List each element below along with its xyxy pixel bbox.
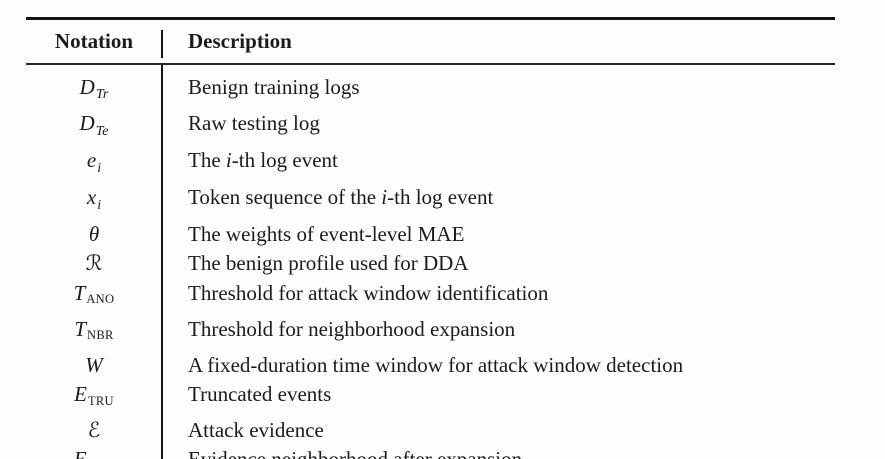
description-cell: The weights of event-level MAE xyxy=(162,220,835,249)
notation-symbol: x xyxy=(86,185,97,210)
table-header-rule xyxy=(26,63,835,65)
notation-symbol: T xyxy=(73,280,86,305)
notation-table: Notation Description DTr Benign training … xyxy=(26,17,835,459)
table-row: W A fixed-duration time window for attack… xyxy=(26,351,835,380)
notation-subscript: TRU xyxy=(87,393,114,408)
table-row: TNBR Threshold for neighborhood expansion xyxy=(26,315,835,351)
notation-cell: DTr xyxy=(26,73,162,110)
notation-subscript: i xyxy=(97,160,102,176)
description-cell: The benign profile used for DDA xyxy=(162,249,835,278)
description-cell: Truncated events xyxy=(162,380,835,416)
description-text: The benign profile used for DDA xyxy=(188,251,469,276)
notation-symbol: ℰ xyxy=(87,417,101,442)
notation-subscript: Tr xyxy=(95,86,109,102)
description-text: Raw testing log xyxy=(188,111,320,136)
description-text: Evidence neighborhood after expansion xyxy=(188,447,522,459)
notation-cell: ℰ xyxy=(26,416,162,445)
description-text: Attack evidence xyxy=(188,417,324,442)
table-row: ETRU Truncated events xyxy=(26,380,835,416)
description-cell: Threshold for neighborhood expansion xyxy=(162,315,835,351)
notation-cell: xi xyxy=(26,183,162,220)
description-text: Token sequence of the xyxy=(188,185,382,210)
notation-cell: ETRU xyxy=(26,380,162,416)
header-notation: Notation xyxy=(54,29,134,53)
header-column-divider xyxy=(161,30,163,58)
notation-cell: TNBR xyxy=(26,315,162,351)
notation-cell: ei xyxy=(26,146,162,183)
description-text: Threshold for neighborhood expansion xyxy=(188,316,516,341)
description-cell: Threshold for attack window identificati… xyxy=(162,279,835,315)
table-row: DTe Raw testing log xyxy=(26,109,835,146)
description-text: -th log event xyxy=(387,185,494,210)
description-cell: The i-th log event xyxy=(162,146,835,183)
header-description: Description xyxy=(188,29,292,53)
table-row: DTr Benign training logs xyxy=(26,73,835,110)
notation-cell: W xyxy=(26,351,162,380)
description-cell: Raw testing log xyxy=(162,109,835,146)
notation-subscript: ANO xyxy=(86,292,115,307)
description-text: The weights of event-level MAE xyxy=(188,222,465,246)
notation-symbol: E xyxy=(74,382,87,407)
table-row: ENBR Evidence neighborhood after expansio… xyxy=(26,445,835,459)
table-row: ℛ The benign profile used for DDA xyxy=(26,249,835,278)
notation-symbol: E xyxy=(74,447,87,459)
notation-symbol: θ xyxy=(88,222,100,246)
notation-subscript: NBR xyxy=(87,328,114,343)
notation-subscript: Te xyxy=(95,123,109,139)
notation-subscript: NBR xyxy=(88,452,115,459)
notation-symbol: ℛ xyxy=(85,251,103,276)
notation-cell: ℛ xyxy=(26,249,162,278)
description-cell: A fixed-duration time window for attack … xyxy=(162,351,835,380)
notation-symbol: D xyxy=(79,111,95,136)
description-cell: Token sequence of the i-th log event xyxy=(162,183,835,220)
notation-cell: ENBR xyxy=(26,445,162,459)
column-divider-line xyxy=(161,64,163,459)
table-row: θ The weights of event-level MAE xyxy=(26,220,835,249)
description-text: -th log event xyxy=(231,148,338,173)
table-row: TANO Threshold for attack window identifi… xyxy=(26,279,835,315)
description-cell: Attack evidence xyxy=(162,416,835,445)
description-text: i xyxy=(381,185,388,210)
description-text: Benign training logs xyxy=(188,74,360,99)
notation-symbol: T xyxy=(74,316,87,341)
notation-symbol: W xyxy=(85,352,103,377)
table-header-row: Notation Description xyxy=(26,20,835,63)
notation-symbol: D xyxy=(79,74,95,99)
table-row: ℰ Attack evidence xyxy=(26,416,835,445)
notation-subscript: i xyxy=(97,197,102,213)
description-text: i xyxy=(225,148,232,173)
description-cell: Benign training logs xyxy=(162,73,835,110)
description-text: Threshold for attack window identificati… xyxy=(188,280,549,305)
notation-cell: DTe xyxy=(26,109,162,146)
description-text: A fixed-duration time window for attack … xyxy=(188,352,684,377)
table-top-rule xyxy=(26,17,835,20)
description-cell: Evidence neighborhood after expansion xyxy=(162,445,835,459)
description-text: Truncated events xyxy=(188,382,332,407)
notation-cell: TANO xyxy=(26,279,162,315)
description-text: The xyxy=(188,148,226,173)
notation-symbol: e xyxy=(86,148,97,173)
notation-cell: θ xyxy=(26,220,162,249)
